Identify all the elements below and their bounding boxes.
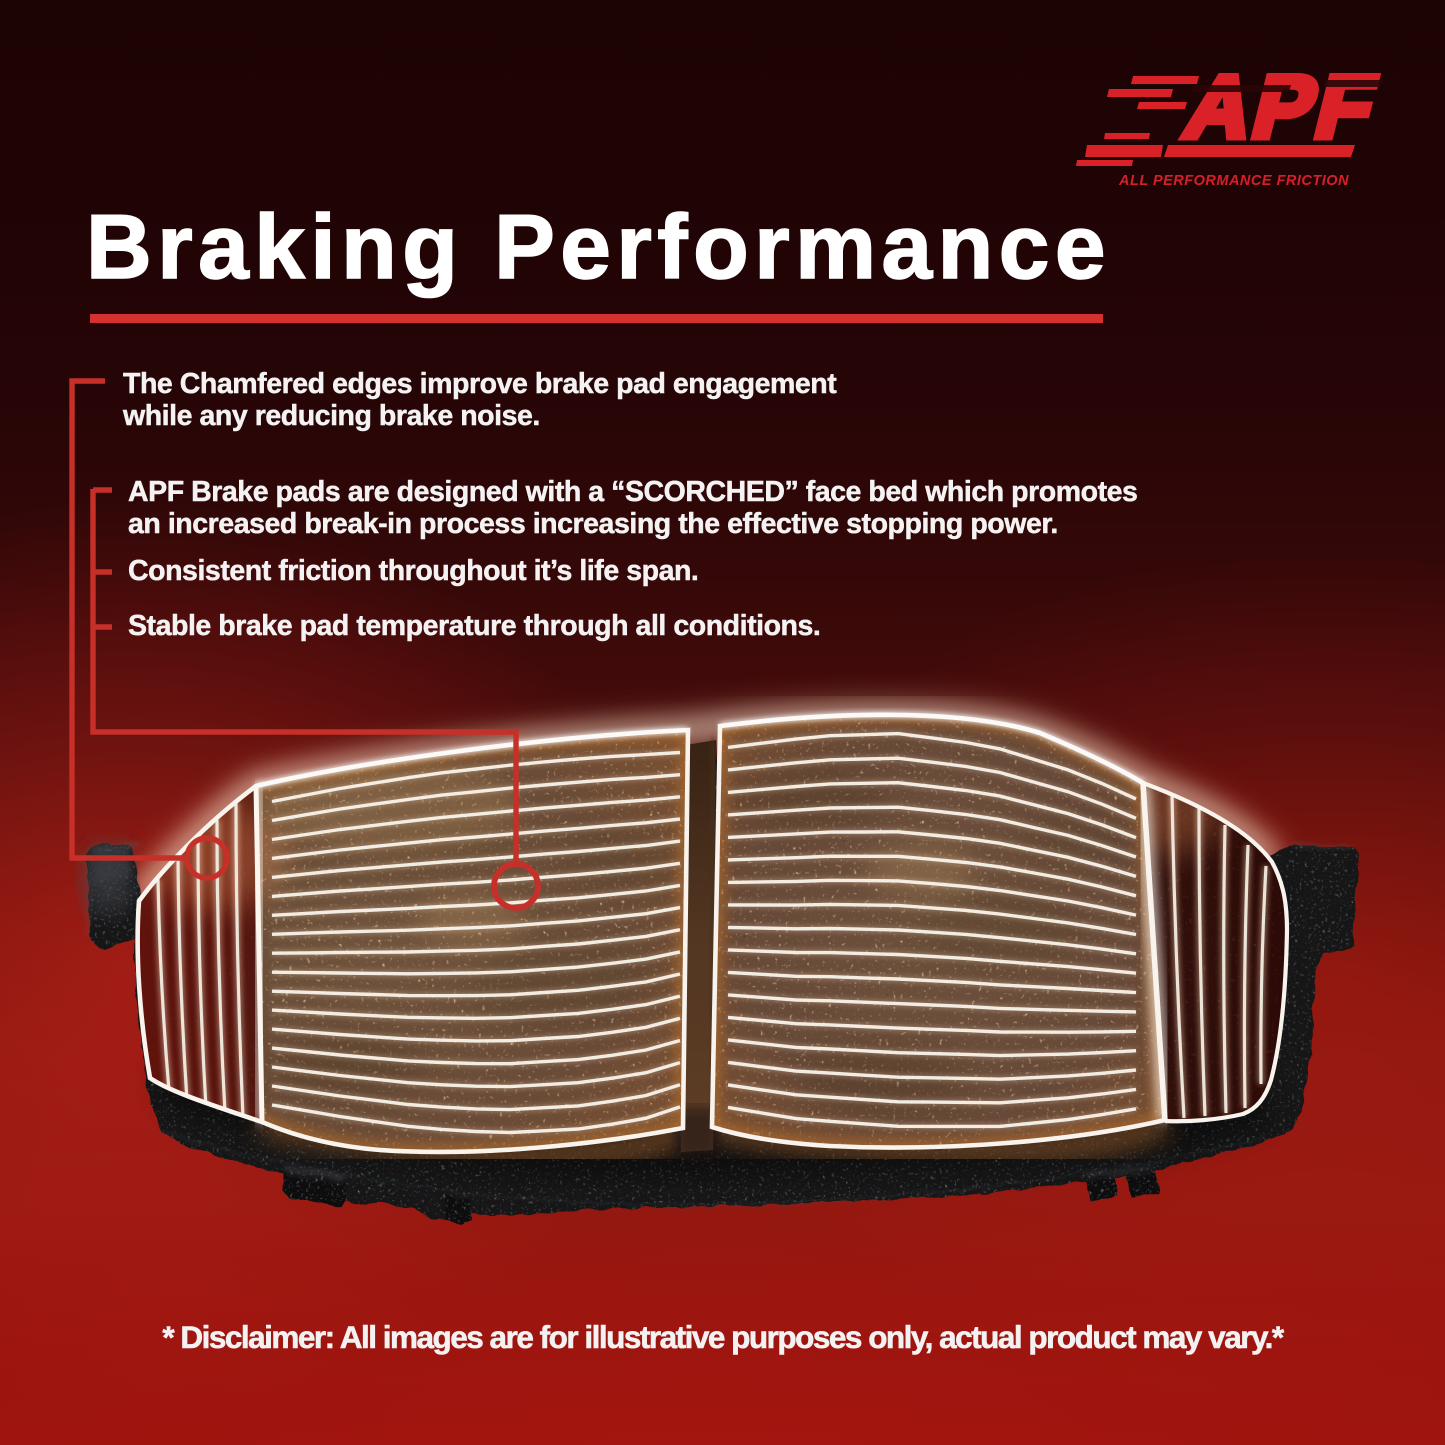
svg-text:ALL PERFORMANCE FRICTION: ALL PERFORMANCE FRICTION bbox=[1118, 173, 1349, 189]
svg-text:APF: APF bbox=[1176, 57, 1389, 155]
